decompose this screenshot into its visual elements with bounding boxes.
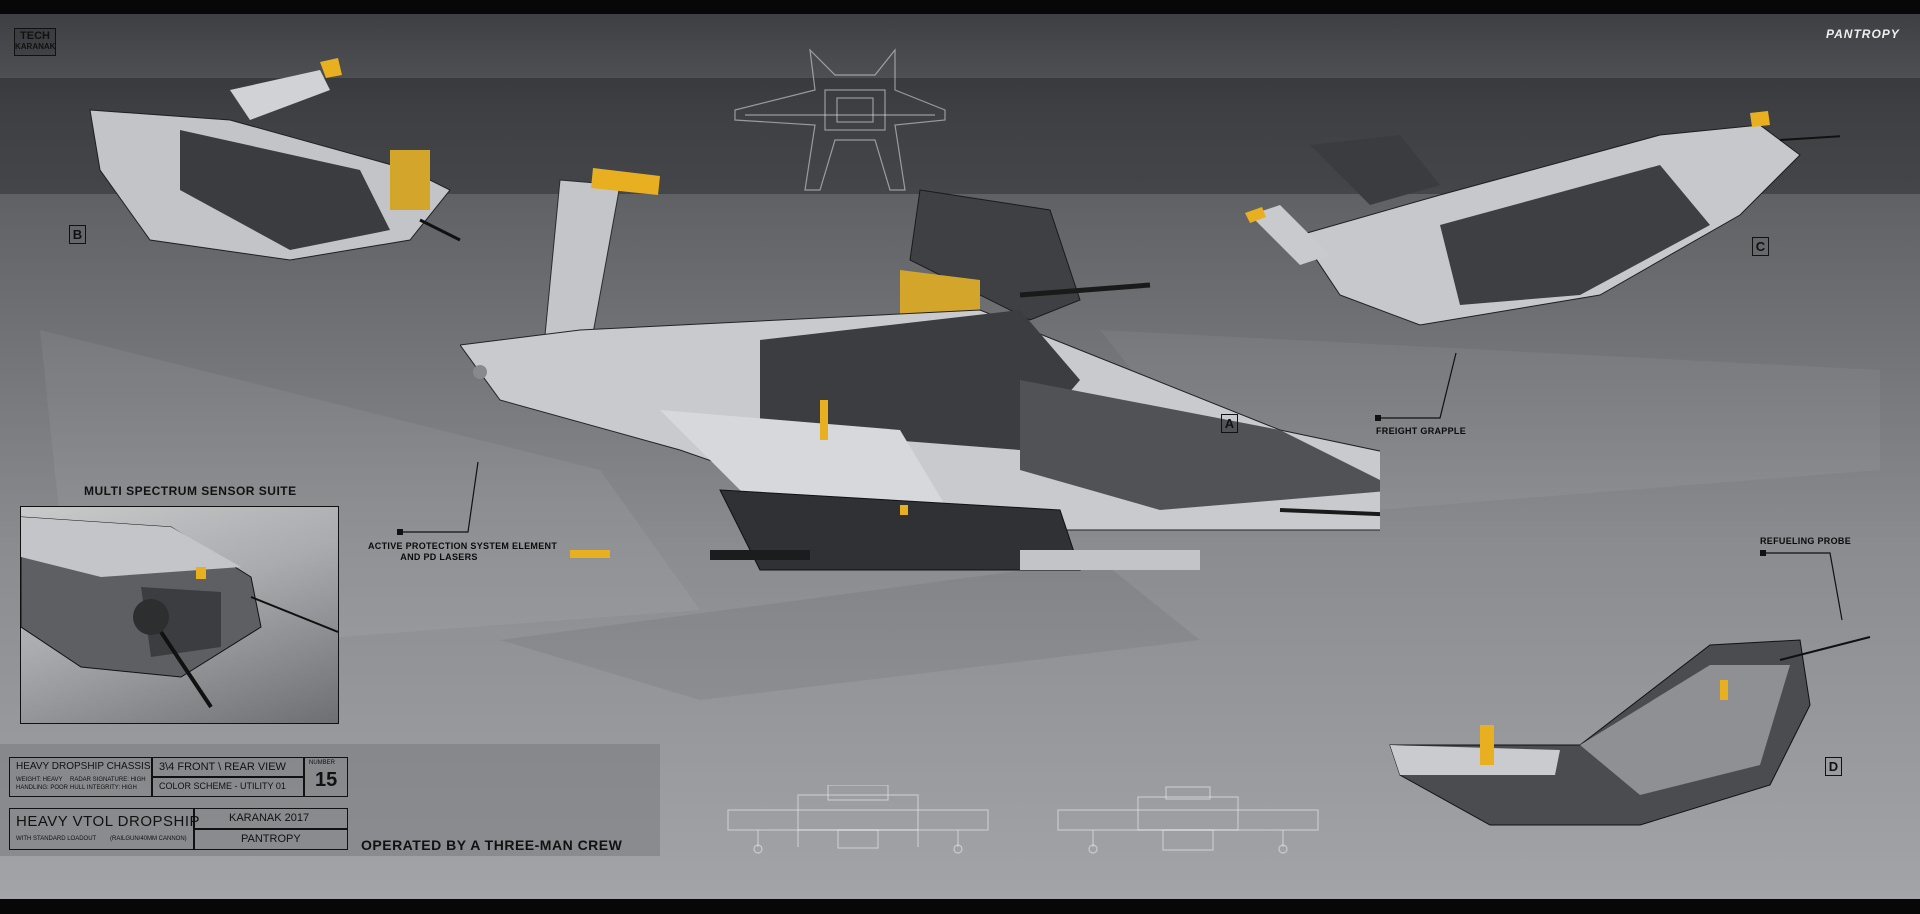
callout-aps-line2: AND PD LASERS xyxy=(400,552,478,562)
sensor-suite-inset xyxy=(20,506,339,724)
ship-view-c-render xyxy=(1245,111,1840,326)
color-scheme-box: COLOR SCHEME - UTILITY 01 xyxy=(152,777,304,797)
crew-note: OPERATED BY A THREE-MAN CREW xyxy=(361,837,623,853)
inset-title: MULTI SPECTRUM SENSOR SUITE xyxy=(84,484,297,498)
view-label-a: A xyxy=(1221,414,1238,433)
stat-weight: WEIGHT: HEAVY xyxy=(16,777,63,783)
stat-hull: HULL INTEGRITY: HIGH xyxy=(70,785,137,791)
front-blueprint xyxy=(727,785,989,854)
color-scheme-label: COLOR SCHEME - UTILITY 01 xyxy=(159,781,286,791)
loadout-label: WITH STANDARD LOADOUT xyxy=(16,836,97,842)
logo-top-text: TECH xyxy=(20,30,50,42)
rear-blueprint xyxy=(1057,786,1319,854)
stat-radar: RADAR SIGNATURE: HIGH xyxy=(70,777,146,783)
author-label: KARANAK 2017 xyxy=(229,812,310,824)
chassis-label: HEAVY DROPSHIP CHASSIS xyxy=(16,761,151,772)
callout-freight-grapple: FREIGHT GRAPPLE xyxy=(1376,426,1467,436)
brand-logo: PANTROPY xyxy=(1826,27,1900,41)
top-frame xyxy=(0,0,1920,14)
ship-view-d-render xyxy=(1389,636,1871,826)
title-box: HEAVY VTOL DROPSHIP WITH STANDARD LOADOU… xyxy=(9,808,200,850)
info-panel xyxy=(0,744,660,856)
view-label: 3\4 FRONT \ REAR VIEW xyxy=(159,761,286,773)
stat-handling: HANDLING: POOR xyxy=(16,785,69,791)
chassis-box: HEAVY DROPSHIP CHASSIS WEIGHT: HEAVY RAD… xyxy=(9,757,152,797)
callout-aps-line1: ACTIVE PROTECTION SYSTEM ELEMENT xyxy=(368,541,558,551)
view-label-d: D xyxy=(1825,757,1842,776)
callout-refueling-probe: REFUELING PROBE xyxy=(1760,536,1852,546)
logo-bottom-text: KARANAK xyxy=(15,42,56,51)
bottom-frame xyxy=(0,899,1920,914)
view-label-b: B xyxy=(69,225,86,244)
tech-logo: TECH KARANAK xyxy=(14,28,56,56)
studio-label: PANTROPY xyxy=(241,833,301,845)
view-label-c: C xyxy=(1752,237,1769,256)
loadout-detail: (RAILGUN/40MM CANNON) xyxy=(110,836,187,842)
main-ship-render xyxy=(460,168,1380,571)
ship-title: HEAVY VTOL DROPSHIP xyxy=(16,813,200,830)
sensor-closeup-render xyxy=(21,516,338,709)
view-box: 3\4 FRONT \ REAR VIEW xyxy=(152,757,304,777)
number-value: 15 xyxy=(315,769,338,791)
number-label: NUMBER xyxy=(309,760,336,766)
author-box: KARANAK 2017 xyxy=(194,808,348,829)
number-box: NUMBER 15 xyxy=(304,757,348,797)
top-blueprint xyxy=(734,48,946,191)
studio-box: PANTROPY xyxy=(194,829,348,850)
ship-view-b-render xyxy=(89,58,461,261)
